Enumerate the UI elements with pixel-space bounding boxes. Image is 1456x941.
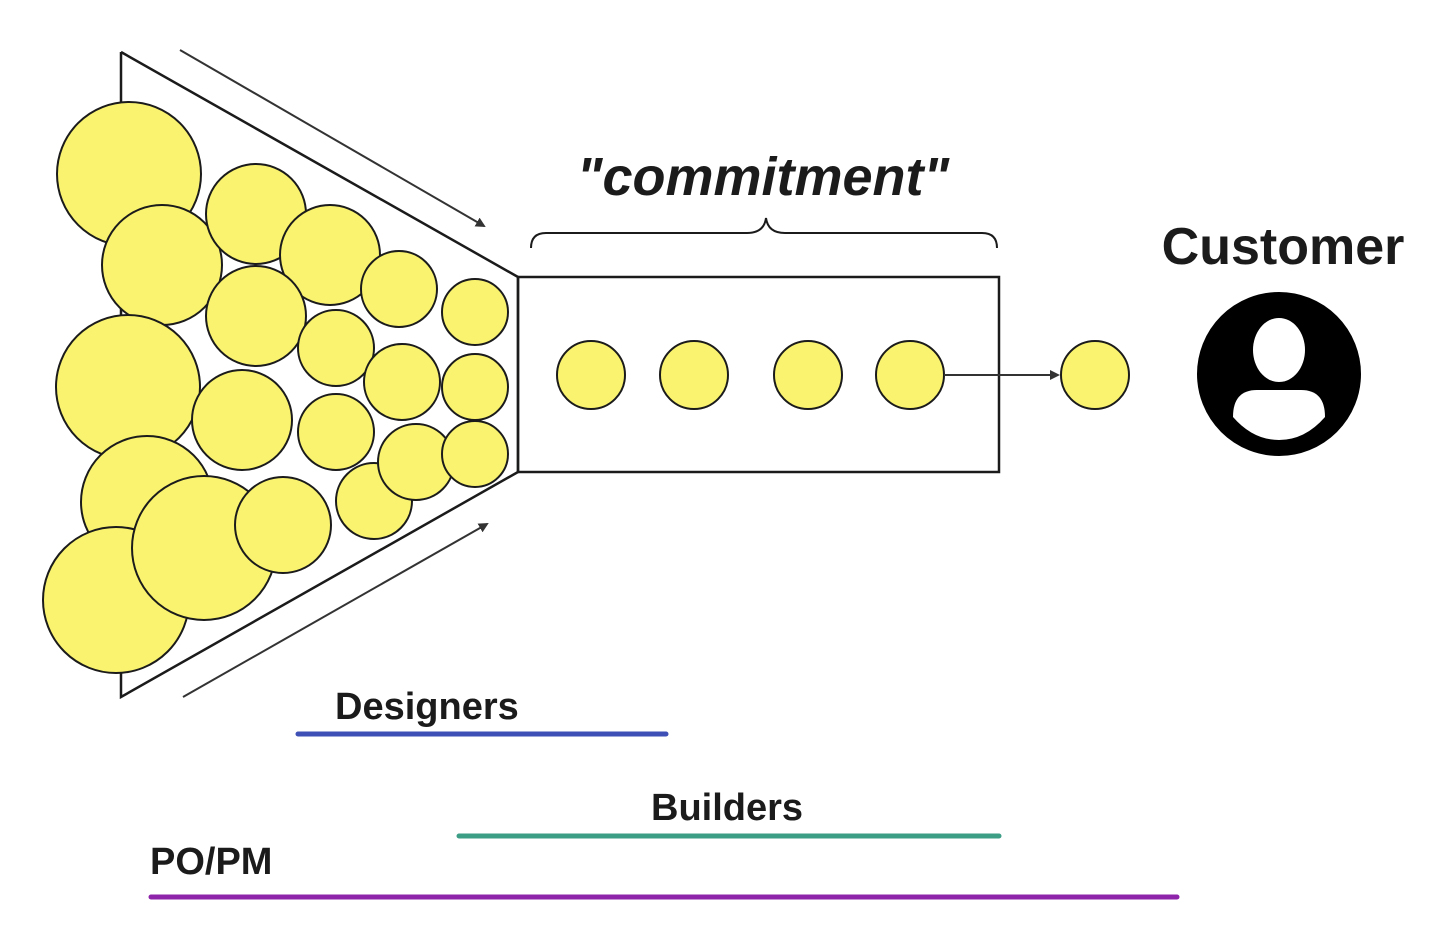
- committed-item: [659, 340, 729, 410]
- funnel-arrow-top: [179, 49, 486, 228]
- idea-circle: [297, 393, 375, 471]
- role-label-builders: Builders: [651, 787, 803, 829]
- idea-circle: [363, 343, 441, 421]
- commitment-label: "commitment": [577, 147, 951, 207]
- idea-circle: [360, 250, 438, 328]
- idea-circle: [205, 265, 307, 367]
- committed-item: [875, 340, 945, 410]
- idea-circle: [441, 353, 509, 421]
- delivered-item: [1060, 340, 1130, 410]
- idea-circle: [234, 476, 332, 574]
- commitment-brace: [530, 217, 998, 249]
- idea-circle: [441, 278, 509, 346]
- committed-item: [556, 340, 626, 410]
- funnel-arrow-bottom: [182, 523, 489, 698]
- committed-item: [773, 340, 843, 410]
- role-label-designers: Designers: [335, 686, 519, 728]
- person-avatar-icon: [1197, 292, 1361, 456]
- role-label-popm: PO/PM: [150, 841, 272, 883]
- customer-label: Customer: [1162, 218, 1405, 276]
- idea-circle: [441, 420, 509, 488]
- idea-circle: [101, 204, 223, 326]
- idea-circle: [191, 369, 293, 471]
- committed-items: [556, 340, 945, 410]
- idea-circle: [55, 314, 201, 460]
- idea-circle: [297, 309, 375, 387]
- idea-circles: [42, 101, 509, 674]
